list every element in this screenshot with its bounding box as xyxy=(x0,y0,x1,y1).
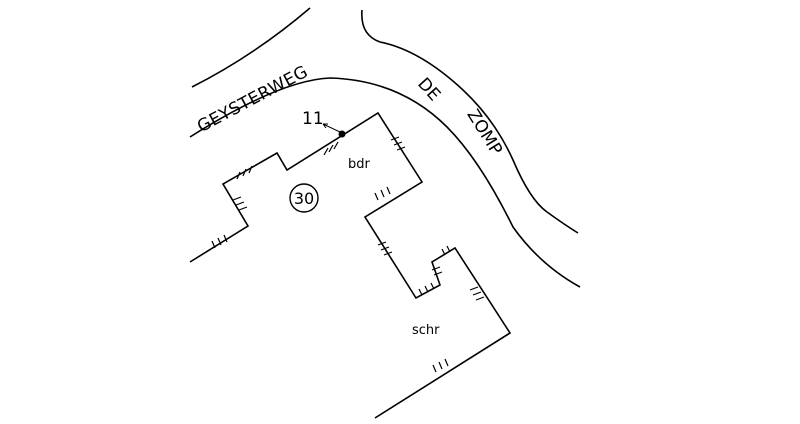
road-edge-de-zomp-outer xyxy=(361,9,579,234)
street-label-zomp: ZOMP xyxy=(463,106,506,159)
road-edge-geysterweg-north xyxy=(191,7,311,88)
point-arrow xyxy=(322,123,341,133)
boundary-point-marker xyxy=(338,130,346,138)
label-bdr: bdr xyxy=(348,157,371,172)
building-outline xyxy=(189,111,512,419)
road-edge-inner xyxy=(189,77,581,288)
point-number-label: 11 xyxy=(302,109,324,129)
parcel-number-circle xyxy=(289,183,319,213)
label-schr: schr xyxy=(412,323,440,338)
street-label-geysterweg: GEYSTERWEG xyxy=(194,62,311,137)
hatch-marks xyxy=(211,136,485,373)
street-label-de: DE xyxy=(413,74,444,105)
parcel-number: 30 xyxy=(294,189,314,208)
